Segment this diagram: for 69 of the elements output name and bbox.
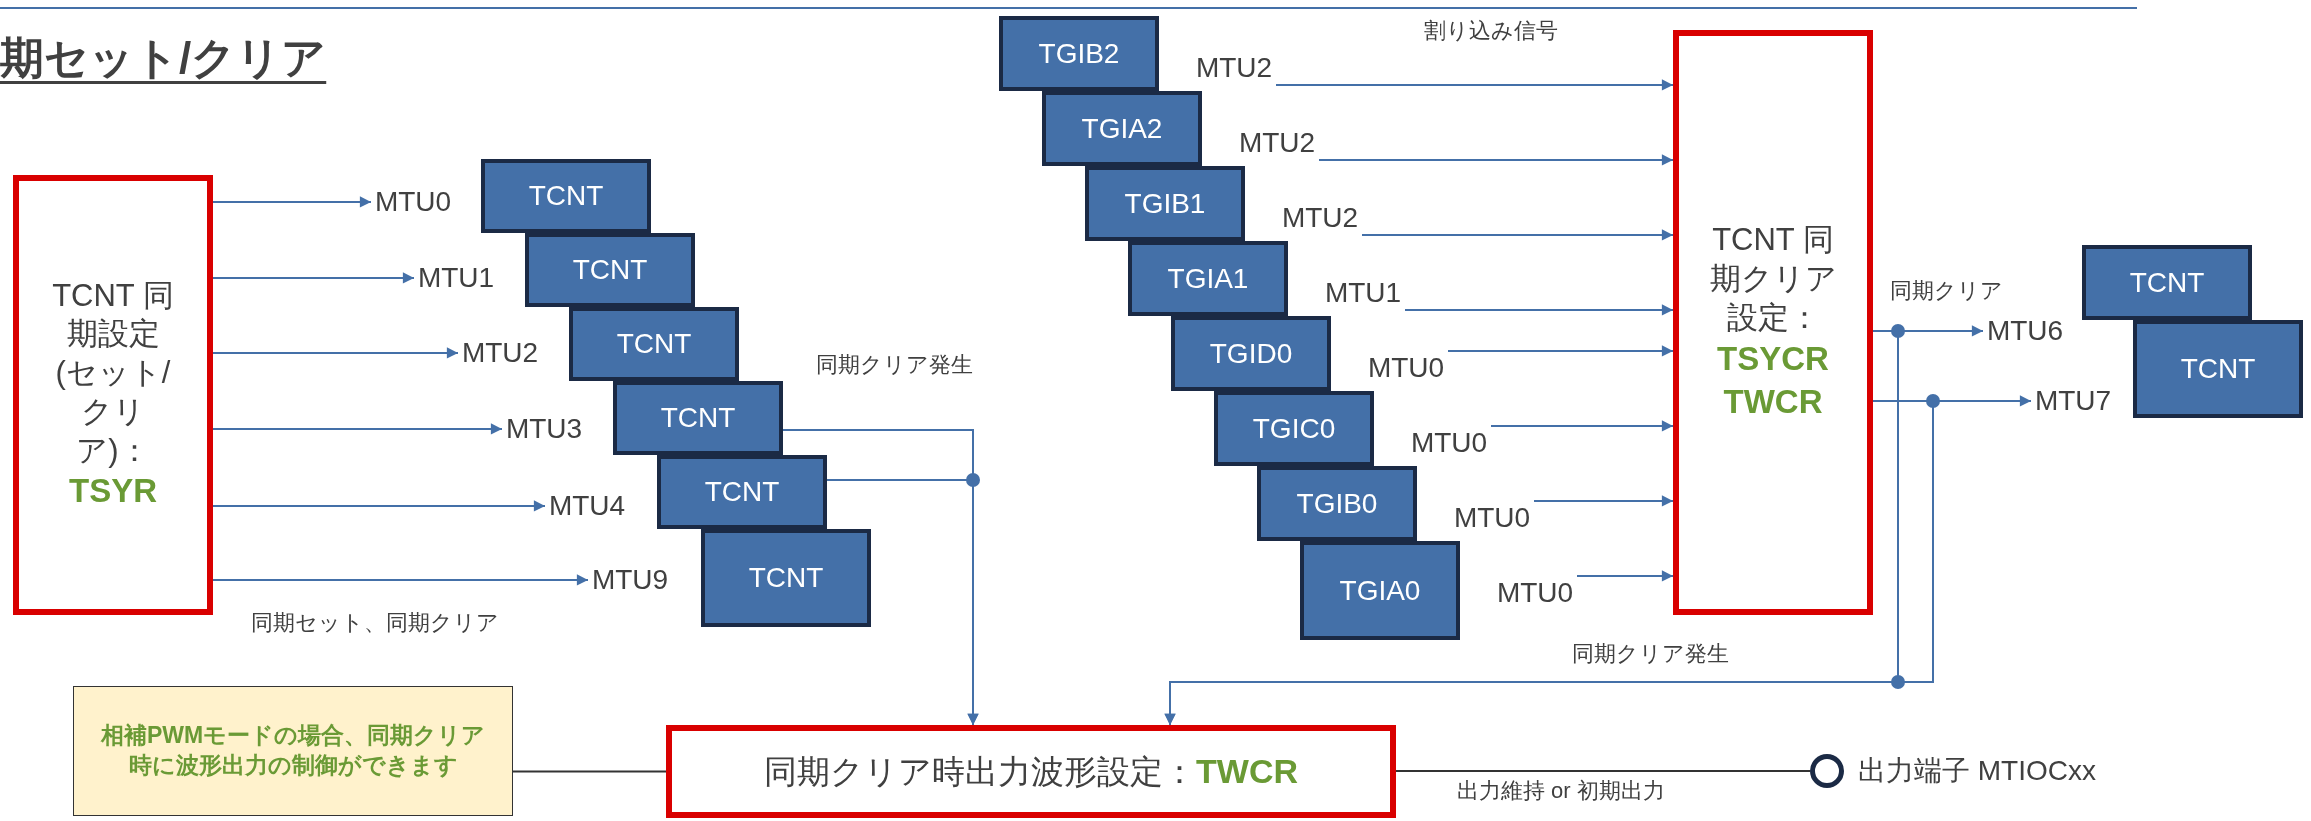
channel-label: MTU9 — [588, 563, 672, 597]
counter-box: TCNT — [657, 455, 827, 529]
arrow — [826, 479, 979, 726]
channel-label: MTU6 — [1983, 314, 2067, 348]
arrow — [1164, 400, 1934, 726]
arrow — [212, 347, 459, 359]
terminal-label: 出力端子 MTIOCxx — [1858, 755, 2096, 787]
channel-label: MTU2 — [1235, 126, 1319, 160]
arrow — [1404, 304, 1674, 316]
channel-label: MTU2 — [1278, 201, 1362, 235]
counter-box: TCNT — [2133, 320, 2303, 418]
arrow — [1447, 345, 1674, 357]
counter-box: TCNT — [701, 529, 871, 627]
counter-box: TCNT — [613, 381, 783, 455]
counter-box: TGIA1 — [1128, 241, 1288, 316]
register-name: TWCR — [1723, 381, 1823, 422]
title: 期セット/クリア — [0, 36, 327, 80]
counter-box: TGIB2 — [999, 16, 1159, 91]
arrow — [212, 196, 372, 208]
arrow — [1275, 79, 1674, 91]
edge-label: 同期クリア発生 — [816, 352, 973, 378]
arrow — [212, 272, 415, 284]
annotation-text: 割り込み信号 — [1424, 18, 1558, 44]
annotation-text: 同期セット、同期クリア — [251, 610, 499, 636]
channel-label: MTU7 — [2031, 384, 2115, 418]
counter-box: TCNT — [569, 307, 739, 381]
register-name: TSYCR — [1717, 338, 1829, 379]
counter-box: TGIA2 — [1042, 91, 1202, 166]
edge-label: 同期クリア発生 — [1572, 641, 1729, 667]
register-name: TSYR — [69, 471, 157, 512]
counter-box: TGIA0 — [1300, 541, 1460, 640]
box-label: 同期クリア時出力波形設定： — [764, 751, 1196, 792]
counter-box: TCNT — [525, 233, 695, 307]
note-box: 相補PWMモードの場合、同期クリア時に波形出力の制御ができます — [73, 686, 513, 816]
register-box — [13, 175, 213, 615]
channel-label: MTU0 — [1364, 351, 1448, 385]
edge-label: 出力維持 or 初期出力 — [1457, 778, 1665, 804]
arrow — [212, 574, 589, 586]
arrow — [1576, 570, 1674, 582]
arrow — [212, 423, 503, 435]
counter-box: TCNT — [2082, 245, 2252, 320]
arrow — [1361, 229, 1674, 241]
counter-box: TCNT — [481, 159, 651, 233]
connector-line — [512, 770, 667, 773]
arrow — [212, 500, 546, 512]
channel-label: MTU1 — [414, 261, 498, 295]
counter-box: TGIB1 — [1085, 166, 1245, 241]
register-box — [1673, 30, 1873, 615]
register-box — [666, 725, 1396, 818]
box-label: TCNT 同期設定(セット/クリア)： — [51, 276, 175, 470]
channel-label: MTU0 — [1450, 501, 1534, 535]
channel-label: MTU1 — [1321, 276, 1405, 310]
channel-label: MTU0 — [1493, 576, 1577, 610]
counter-box: TGIC0 — [1214, 391, 1374, 466]
counter-box: TGIB0 — [1257, 466, 1417, 541]
channel-label: MTU4 — [545, 489, 629, 523]
edge-label: 同期クリア — [1890, 278, 2003, 304]
register-name: TWCR — [1196, 751, 1298, 792]
box-label: TCNT 同期クリア設定： — [1709, 221, 1837, 337]
connector-line — [1395, 770, 1811, 772]
channel-label: MTU2 — [1192, 51, 1276, 85]
arrow — [1533, 495, 1674, 507]
channel-label: MTU0 — [1407, 426, 1491, 460]
channel-label: MTU0 — [371, 185, 455, 219]
channel-label: MTU2 — [458, 336, 542, 370]
counter-box: TGID0 — [1171, 316, 1331, 391]
arrow — [1490, 420, 1674, 432]
channel-label: MTU3 — [502, 412, 586, 446]
arrow — [1318, 154, 1674, 166]
